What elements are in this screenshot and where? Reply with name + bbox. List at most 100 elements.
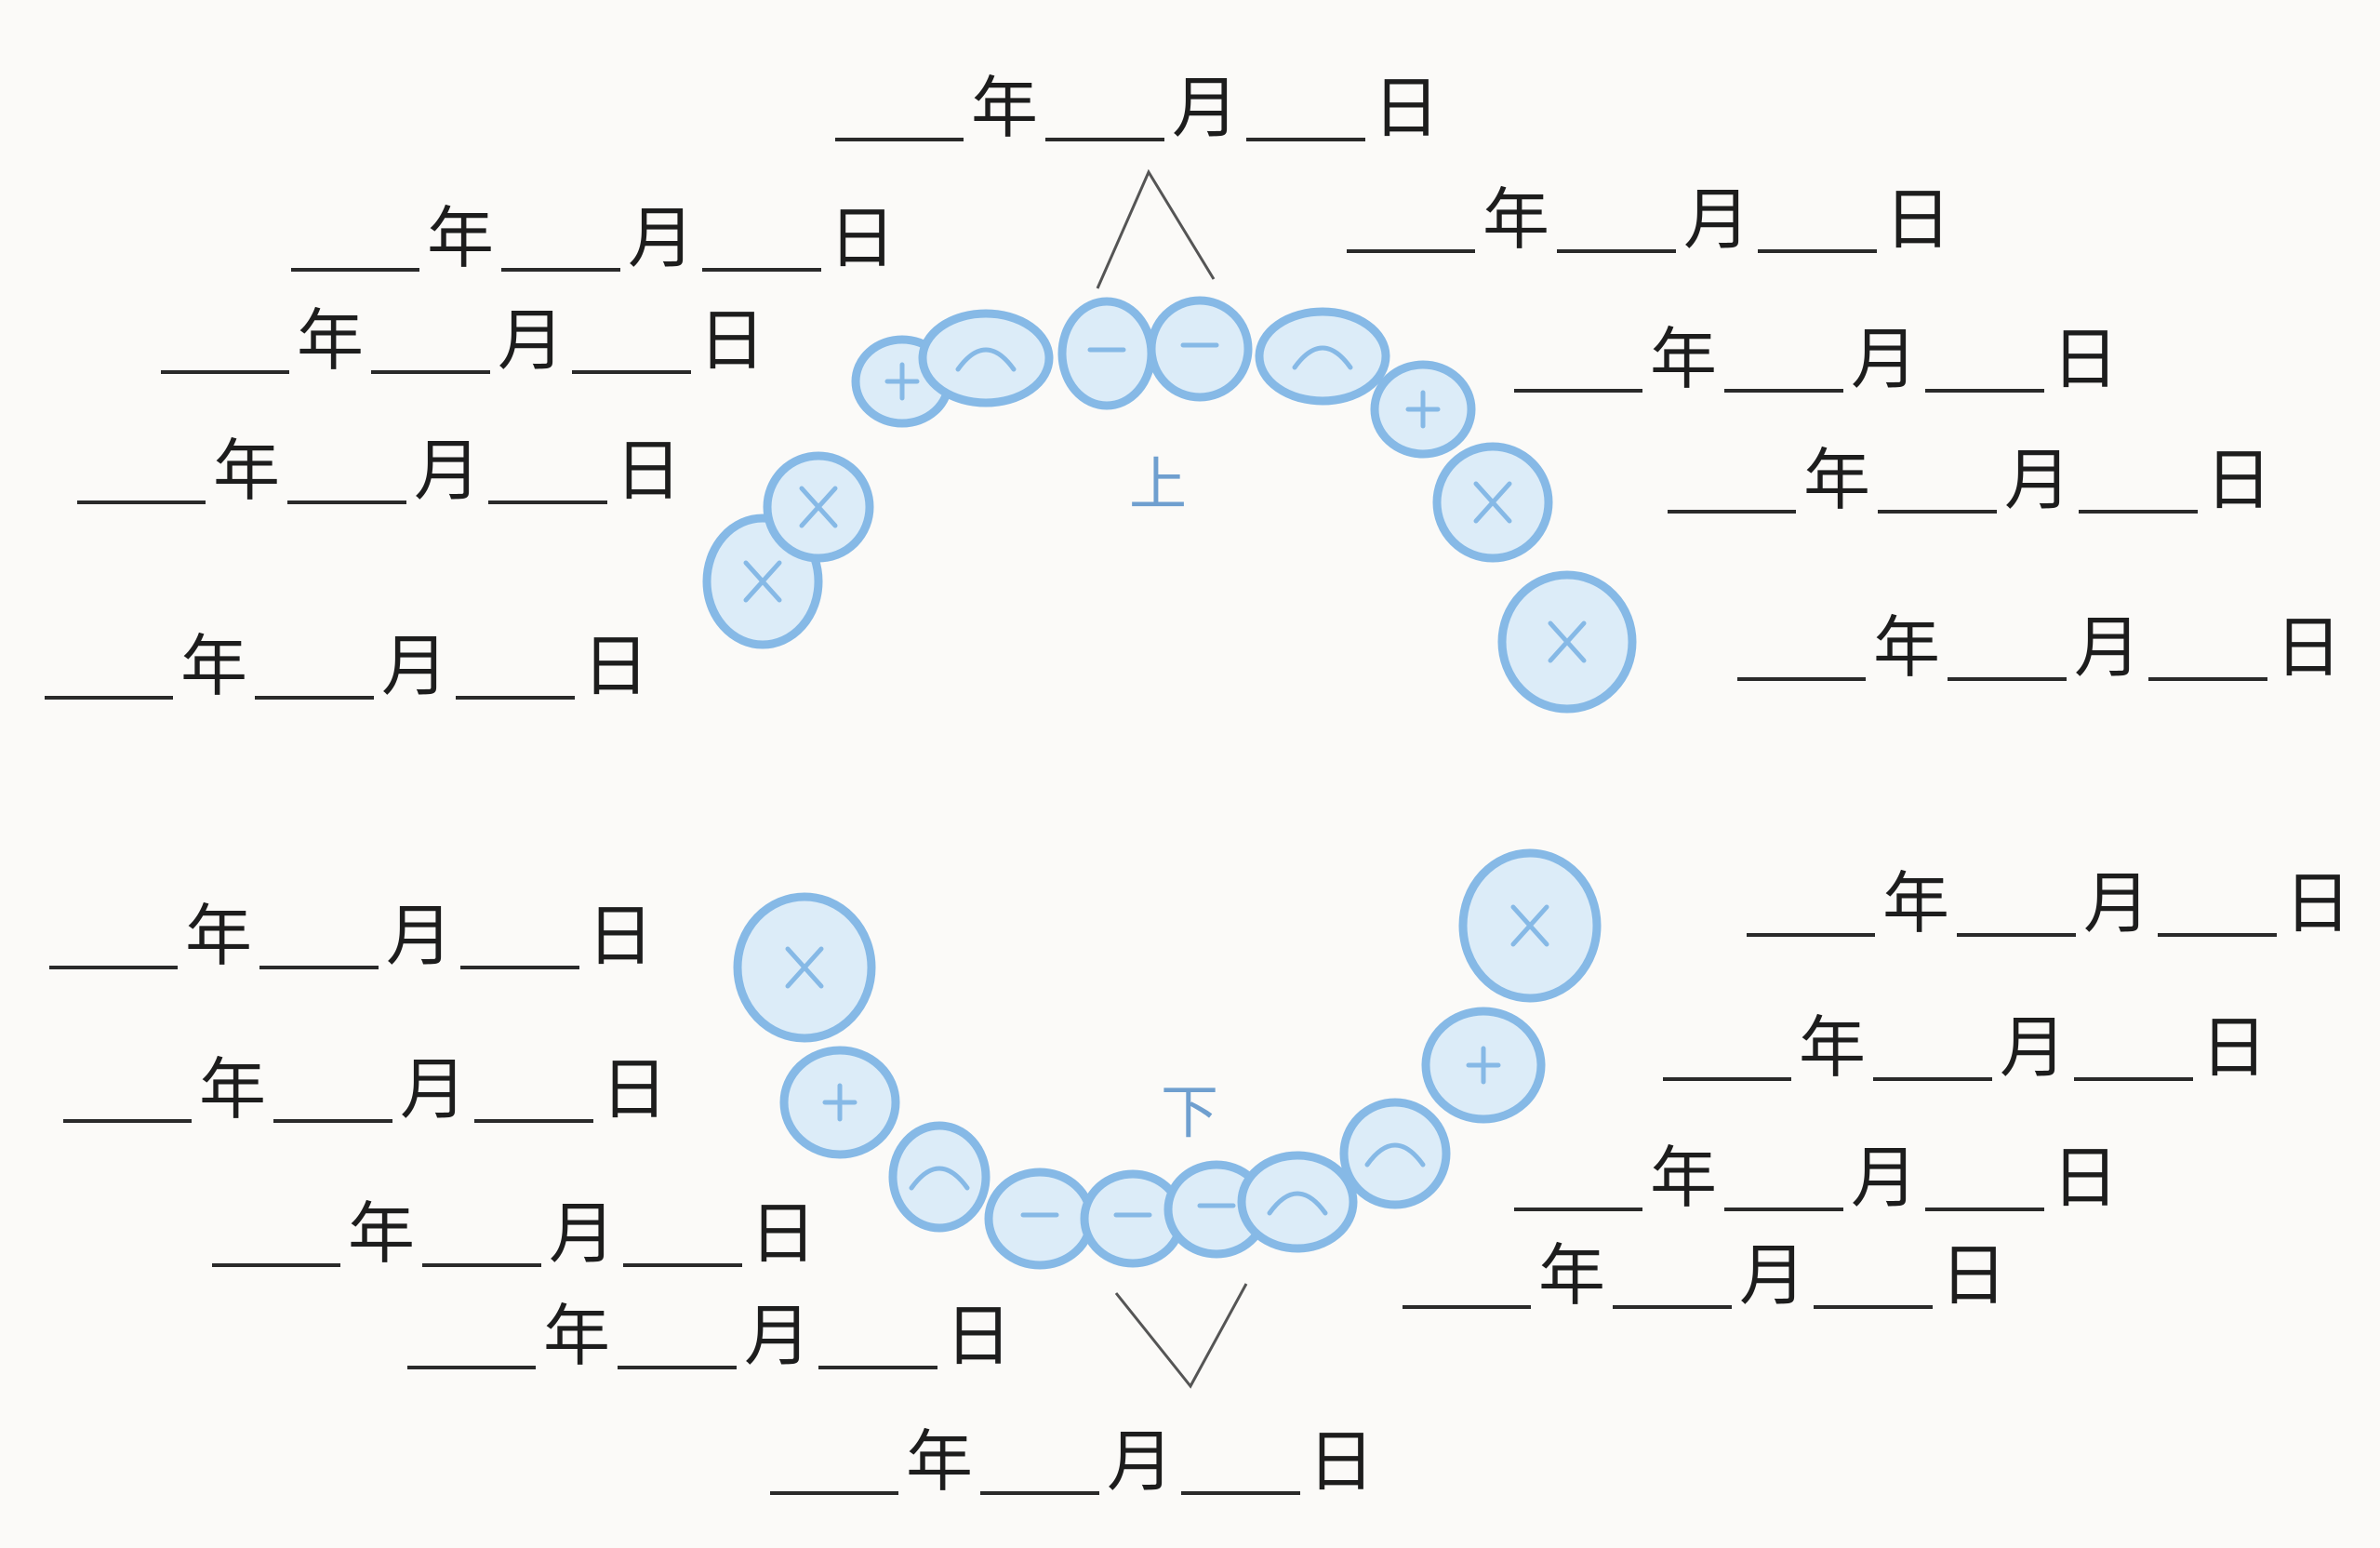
year-blank[interactable]	[1663, 1077, 1791, 1081]
month-blank[interactable]	[273, 1119, 393, 1123]
month-blank[interactable]	[1957, 933, 2077, 937]
eruption-date-row-lower-right-2: 年月日	[1655, 1014, 2267, 1081]
year-blank[interactable]	[1403, 1305, 1531, 1309]
eruption-date-row-upper-left-2: 年月日	[153, 307, 765, 374]
day-blank[interactable]	[1925, 389, 2045, 393]
lower-tooth-mark-x	[785, 946, 824, 989]
day-unit-label: 日	[2275, 608, 2343, 687]
day-blank[interactable]	[1814, 1305, 1934, 1309]
year-blank[interactable]	[63, 1119, 192, 1123]
year-blank[interactable]	[1747, 933, 1875, 937]
day-blank[interactable]	[2158, 933, 2278, 937]
eruption-date-row-lower-right-1: 年月日	[1739, 870, 2351, 937]
upper-tooth-4	[918, 309, 1054, 407]
eruption-date-row-lower-left-1: 年月日	[42, 902, 654, 969]
day-blank[interactable]	[818, 1366, 938, 1369]
day-unit-label: 日	[1308, 1422, 1376, 1501]
year-unit-label: 年	[1799, 1008, 1867, 1087]
day-blank[interactable]	[1181, 1491, 1301, 1495]
year-unit-label: 年	[1882, 864, 1950, 942]
day-blank[interactable]	[488, 500, 608, 504]
month-blank[interactable]	[1557, 249, 1677, 253]
month-blank[interactable]	[1878, 510, 1998, 514]
month-blank[interactable]	[1724, 389, 1844, 393]
year-blank[interactable]	[770, 1491, 898, 1495]
upper-tooth-mark-plus	[884, 362, 920, 401]
year-blank[interactable]	[49, 966, 178, 969]
month-blank[interactable]	[1873, 1077, 1993, 1081]
upper-tooth-mark-x	[1473, 481, 1512, 524]
upper-tooth-7	[1255, 307, 1390, 406]
year-blank[interactable]	[77, 500, 206, 504]
month-blank[interactable]	[618, 1366, 738, 1369]
day-blank[interactable]	[2148, 677, 2268, 681]
lower-tooth-8	[1339, 1098, 1451, 1209]
lower-tooth-mark-arc	[1267, 1191, 1328, 1216]
month-blank[interactable]	[1948, 677, 2068, 681]
day-unit-label: 日	[615, 432, 683, 510]
month-blank[interactable]	[255, 696, 375, 700]
year-blank[interactable]	[291, 268, 419, 272]
upper-tooth-5	[1057, 297, 1156, 410]
month-unit-label: 月	[1851, 1139, 1919, 1217]
day-blank[interactable]	[572, 370, 692, 374]
year-unit-label: 年	[1873, 608, 1941, 687]
month-blank[interactable]	[287, 500, 407, 504]
year-blank[interactable]	[407, 1366, 536, 1369]
year-unit-label: 年	[1483, 180, 1550, 259]
day-blank[interactable]	[702, 268, 822, 272]
year-blank[interactable]	[1514, 389, 1642, 393]
year-blank[interactable]	[835, 138, 964, 141]
month-blank[interactable]	[422, 1263, 542, 1267]
year-unit-label: 年	[1650, 1139, 1718, 1217]
eruption-date-row-upper-right-2: 年月日	[1507, 326, 2119, 393]
month-blank[interactable]	[501, 268, 621, 272]
year-blank[interactable]	[161, 370, 289, 374]
day-blank[interactable]	[1246, 138, 1366, 141]
month-unit-label: 月	[549, 1194, 617, 1273]
day-blank[interactable]	[474, 1119, 594, 1123]
year-blank[interactable]	[212, 1263, 340, 1267]
month-blank[interactable]	[371, 370, 491, 374]
month-blank[interactable]	[1613, 1305, 1733, 1309]
upper-tooth-mark-x	[743, 560, 782, 603]
year-blank[interactable]	[1514, 1208, 1642, 1211]
upper-tooth-mark-arc	[955, 347, 1017, 372]
day-unit-label: 日	[1940, 1236, 2008, 1314]
eruption-date-row-top-center: 年月日	[828, 74, 1440, 141]
year-blank[interactable]	[1737, 677, 1866, 681]
day-blank[interactable]	[1758, 249, 1878, 253]
day-blank[interactable]	[1925, 1208, 2045, 1211]
month-blank[interactable]	[980, 1491, 1100, 1495]
month-blank[interactable]	[1045, 138, 1165, 141]
lower-tooth-4	[984, 1168, 1096, 1270]
day-blank[interactable]	[2079, 510, 2199, 514]
day-unit-label: 日	[829, 199, 897, 277]
year-blank[interactable]	[1668, 510, 1796, 514]
year-unit-label: 年	[297, 301, 365, 380]
year-blank[interactable]	[1347, 249, 1475, 253]
eruption-date-row-lower-right-3: 年月日	[1507, 1144, 2119, 1211]
year-blank[interactable]	[45, 696, 173, 700]
month-unit-label: 月	[1683, 180, 1751, 259]
year-unit-label: 年	[427, 199, 495, 277]
month-unit-label: 月	[400, 1050, 468, 1128]
day-blank[interactable]	[460, 966, 580, 969]
month-blank[interactable]	[259, 966, 379, 969]
day-blank[interactable]	[623, 1263, 743, 1267]
upper-tooth-mark-plus	[1405, 390, 1441, 429]
month-unit-label: 月	[1739, 1236, 1807, 1314]
day-blank[interactable]	[456, 696, 576, 700]
day-unit-label: 日	[945, 1297, 1013, 1375]
month-unit-label: 月	[2083, 864, 2151, 942]
eruption-date-row-upper-right-4: 年月日	[1730, 614, 2342, 681]
day-unit-label: 日	[1884, 180, 1952, 259]
day-blank[interactable]	[2074, 1077, 2194, 1081]
year-unit-label: 年	[543, 1297, 611, 1375]
month-blank[interactable]	[1724, 1208, 1844, 1211]
month-unit-label: 月	[628, 199, 696, 277]
year-unit-label: 年	[1538, 1236, 1606, 1314]
eruption-date-row-upper-left-1: 年月日	[284, 205, 896, 272]
